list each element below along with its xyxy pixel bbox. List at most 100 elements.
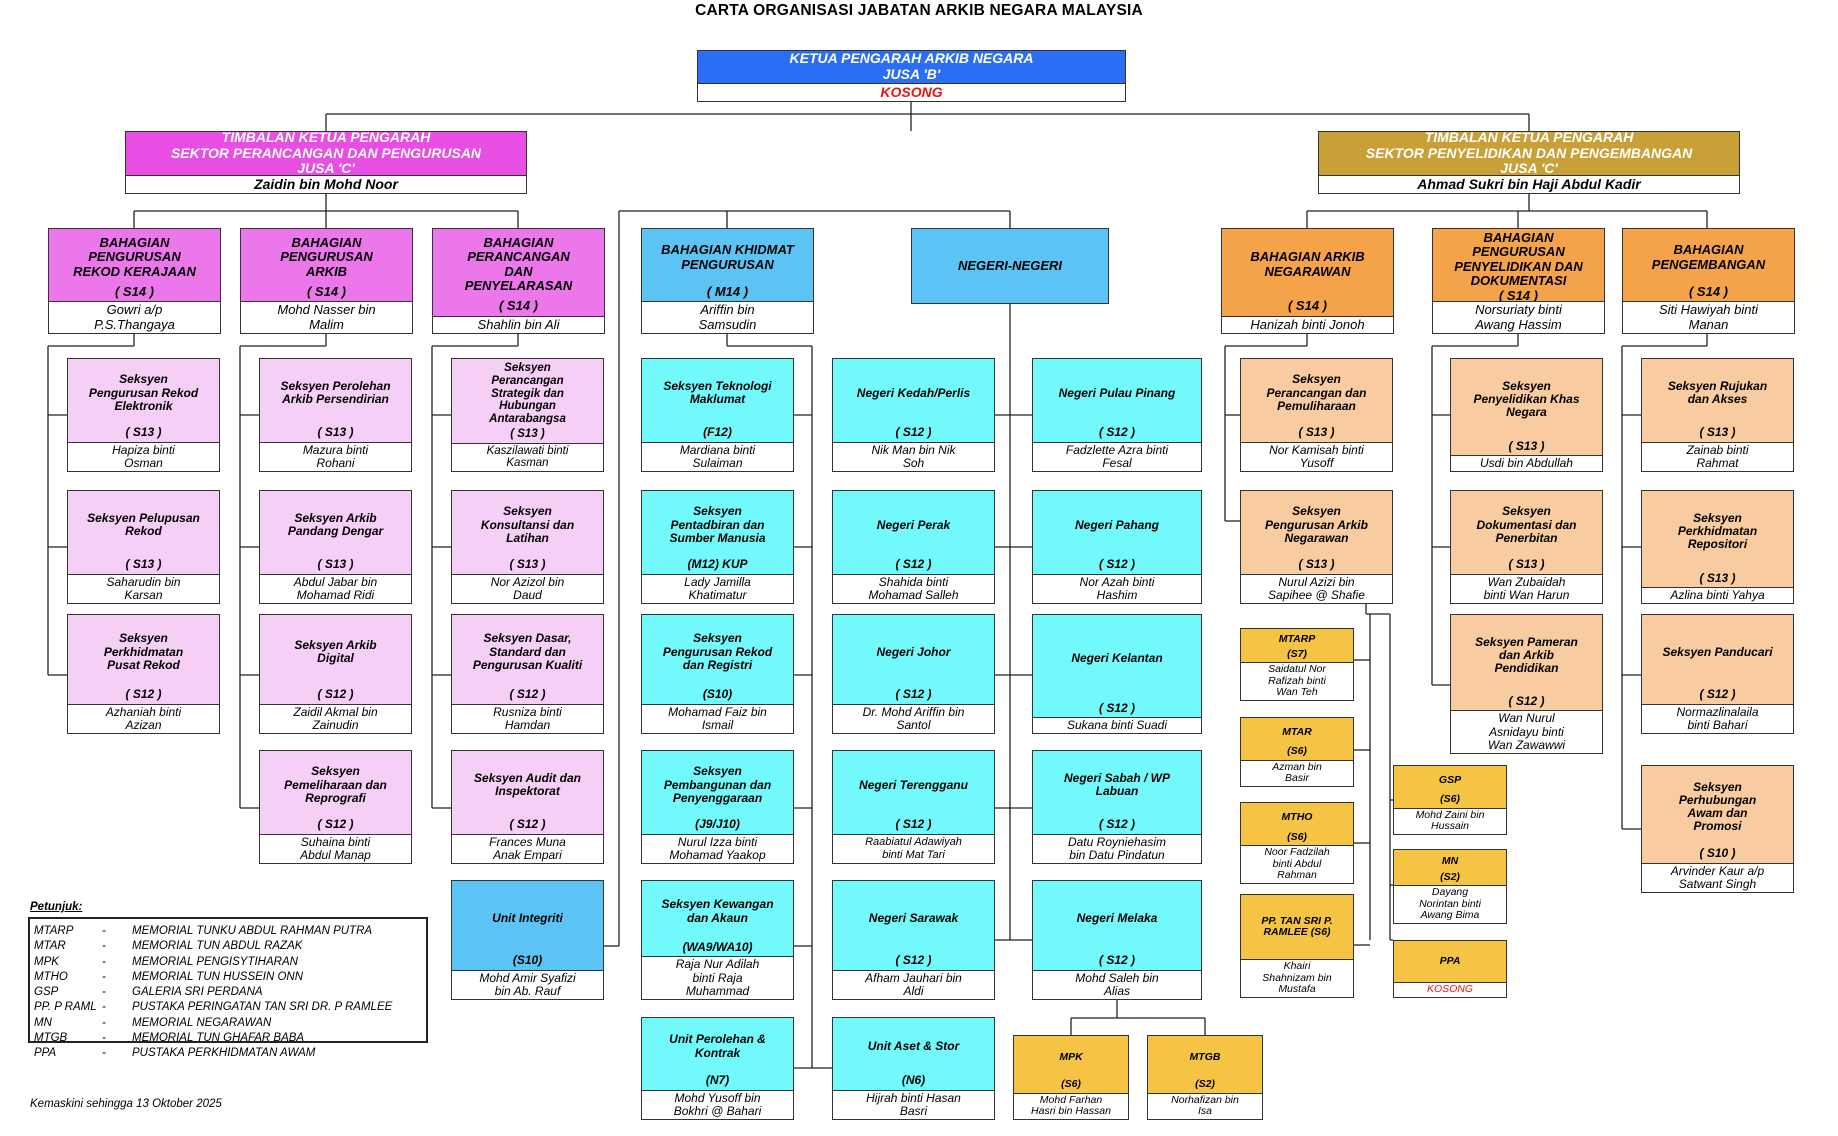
box-title-line: BAHAGIAN KHIDMAT (661, 242, 794, 258)
box-officer-name-line: Zainab binti (1686, 442, 1749, 457)
box-title-line: PENGURUSAN (88, 249, 181, 265)
box-officer-name: Shahlin bin Ali (433, 315, 604, 333)
box-officer-name-line: Malim (309, 316, 344, 332)
box-header: Seksyen Panducari( S12 ) (1642, 615, 1793, 704)
box-officer-name-line: Raja Nur Adilah (675, 957, 760, 972)
legend-item: PP. P RAML-PUSTAKA PERINGATAN TAN SRI DR… (34, 1000, 426, 1015)
box-title-line: Sumber Manusia (669, 530, 766, 545)
box-title-line: Repositori (1687, 537, 1748, 552)
box-officer-name-line: Zainudin (312, 717, 359, 732)
box-officer-name-line: Awang Bima (1420, 909, 1480, 922)
box-grade: ( S12 ) (895, 817, 932, 832)
box-header: Negeri Kelantan( S12 ) (1033, 615, 1201, 717)
box-title: MPK (1059, 1052, 1082, 1064)
box-officer-name-line: Asnidayu binti (1489, 724, 1564, 739)
box-title-line: dan Registri (682, 657, 753, 672)
box-officer-name-line: Nor Azizol bin (490, 574, 565, 589)
box-grade: (N7) (705, 1073, 730, 1088)
box-officer-name: Zaidin bin Mohd Noor (126, 174, 526, 193)
box-officer-name-line: binti Wan Harun (1483, 587, 1570, 602)
box-grade: ( S13 ) (509, 557, 546, 572)
box-officer-name: KOSONG (1394, 982, 1506, 997)
legend-dash: - (102, 925, 106, 937)
box-title-line: Seksyen (119, 631, 168, 646)
box-officer-name-line: Suhaina binti (300, 834, 371, 849)
box-grade: ( S13 ) (317, 557, 354, 572)
box-title-line: PENGEMBANGAN (1651, 256, 1766, 272)
box-title-line: Pemuliharaan (1277, 398, 1356, 413)
box-officer-name-line: Alias (1103, 983, 1130, 998)
box-title: NEGERI-NEGERI (958, 258, 1062, 273)
box-officer-name-line: Mazura binti (302, 442, 369, 457)
box-title: Unit Perolehan &Kontrak (669, 1033, 766, 1060)
box-officer-name-line: Rahmat (1696, 455, 1739, 470)
box-officer-name-line: Siti Hawiyah binti (1659, 302, 1758, 318)
box-title-line: Seksyen Arkib (294, 637, 377, 652)
box-officer-name-line: Norhafizan bin (1171, 1093, 1239, 1106)
box-officer-name-line: Hijrah binti Hasan (866, 1090, 961, 1105)
box-officer-name-line: Anak Empari (493, 847, 562, 862)
box-title-line: Seksyen Panducari (1662, 644, 1773, 659)
box-grade: (F12) (703, 425, 732, 440)
legend-dash: - (102, 970, 106, 983)
box-header: NEGERI-NEGERI (912, 229, 1108, 303)
box-officer-name-line: Satwant Singh (1678, 876, 1757, 891)
box-title-line: Seksyen Rujukan (1667, 378, 1768, 393)
box-grade: (S7) (1287, 647, 1307, 660)
box-title-line: Rekod (125, 524, 162, 539)
box-grade: ( M14 ) (706, 284, 749, 300)
box-title-line: Unit Integriti (492, 910, 563, 925)
box-grade: ( S12 ) (1098, 953, 1135, 968)
legend-item: MTHO-MEMORIAL TUN HUSSEIN ONN (34, 970, 426, 985)
box-officer-name-line: Rafizah binti (1268, 674, 1326, 687)
box-title-line: JUSA 'C' (297, 160, 355, 175)
box-title-line: Seksyen (693, 631, 742, 646)
legend-code: MTHO (34, 970, 68, 983)
box-header: MTARP(S7) (1241, 629, 1353, 663)
box-officer-name: Sukana binti Suadi (1033, 716, 1201, 733)
box-title: MTARP (1279, 633, 1316, 646)
box-grade: ( S12 ) (317, 687, 354, 702)
box-title: Negeri Perak (877, 518, 950, 532)
legend-code: MTARP (34, 925, 74, 937)
legend-dash: - (102, 1016, 106, 1029)
box-officer-name-line: Dayang (1431, 886, 1469, 899)
box-title-line: ARKIB (305, 263, 348, 279)
box-title-line: Negeri Terengganu (859, 777, 968, 792)
box-title-line: JUSA 'C' (1500, 160, 1558, 175)
legend-code: PPA (34, 1047, 57, 1060)
box-header: PPA (1394, 941, 1506, 983)
box-officer-name-line: Wan Zawawwi (1487, 737, 1566, 752)
box-officer-name-line: Hasri bin Hassan (1031, 1105, 1111, 1118)
box-officer-name-line: Hapiza binti (112, 442, 175, 457)
